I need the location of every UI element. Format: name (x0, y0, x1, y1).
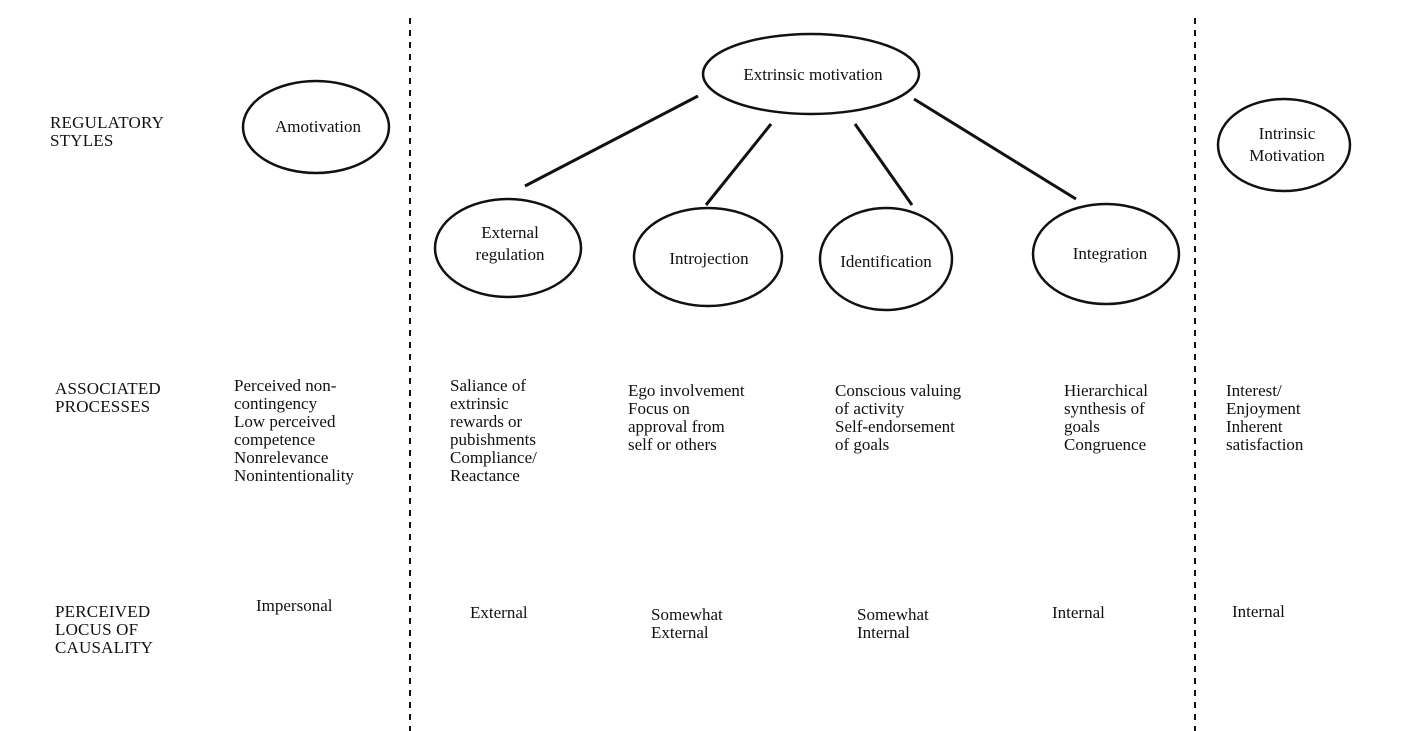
label-integration: Integration (1072, 244, 1148, 263)
oval-external-regulation (433, 197, 583, 299)
connector-to-integration (913, 97, 1077, 201)
oval-extrinsic-motivation (701, 32, 921, 116)
process-amotivation: Perceived non- contingency Low perceived… (234, 376, 354, 485)
locus-integration: Internal (1052, 603, 1105, 622)
row-label-perceived-locus: PERCEIVED LOCUS OF CAUSALITY (55, 602, 154, 657)
locus-external-regulation: External (470, 603, 528, 622)
oval-identification (818, 206, 954, 312)
label-external-regulation: External regulation (475, 223, 545, 264)
connector-to-introjection (704, 123, 773, 206)
process-intrinsic-motivation: Interest/ Enjoyment Inherent satisfactio… (1226, 381, 1304, 454)
connector-to-identification (853, 123, 914, 206)
oval-amotivation (241, 79, 391, 175)
oval-integration (1031, 202, 1181, 306)
label-amotivation: Amotivation (275, 117, 361, 136)
process-integration: Hierarchical synthesis of goals Congruen… (1064, 381, 1148, 454)
process-introjection: Ego involvement Focus on approval from s… (628, 381, 745, 454)
locus-intrinsic-motivation: Internal (1232, 602, 1285, 621)
oval-intrinsic-motivation (1216, 97, 1352, 193)
locus-introjection: Somewhat External (651, 605, 723, 642)
row-label-regulatory-styles: REGULATORY STYLES (50, 113, 165, 150)
locus-identification: Somewhat Internal (857, 605, 929, 642)
row-label-associated-processes: ASSOCIATED PROCESSES (55, 379, 161, 416)
locus-amotivation: Impersonal (256, 596, 333, 615)
label-introjection: Introjection (669, 249, 749, 268)
oval-introjection (632, 206, 784, 308)
label-extrinsic-motivation: Extrinsic motivation (743, 65, 883, 84)
label-intrinsic-motivation: Intrinsic Motivation (1249, 124, 1325, 165)
process-identification: Conscious valuing of activity Self-endor… (835, 381, 962, 454)
connector-to-external-regulation (524, 94, 699, 188)
process-external-regulation: Saliance of extrinsic rewards or pubishm… (450, 376, 537, 485)
label-identification: Identification (840, 252, 932, 271)
